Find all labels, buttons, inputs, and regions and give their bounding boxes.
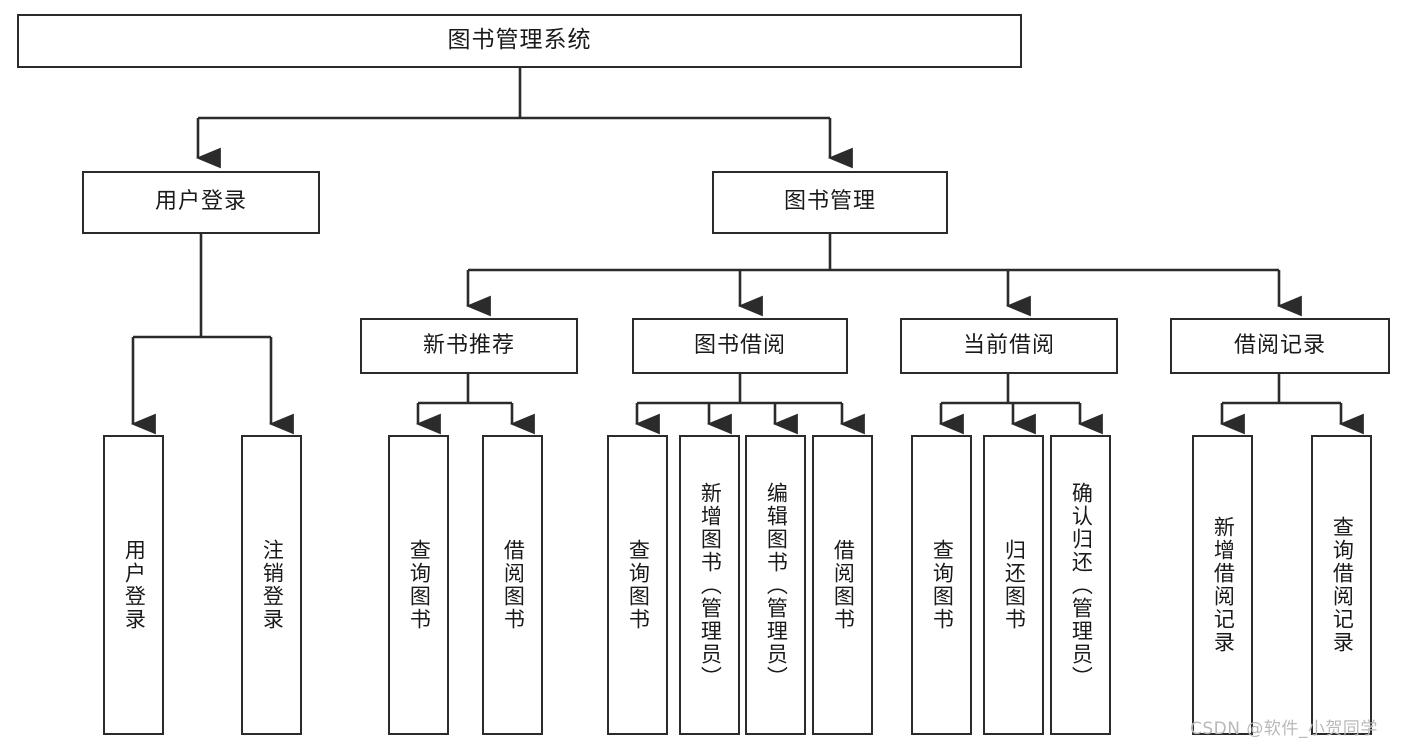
node-root[interactable]: 图书管理系统 <box>17 14 1022 68</box>
node-root-label: 图书管理系统 <box>447 27 592 54</box>
leaf-edit-book-admin-label: 编辑图书（管理员） <box>764 481 789 689</box>
node-user-login[interactable]: 用户登录 <box>82 171 320 234</box>
leaf-add-book-admin-label: 新增图书（管理员） <box>698 481 723 689</box>
leaf-query-book-current-label: 查询图书 <box>930 539 955 631</box>
leaf-query-book-borrow[interactable]: 查询图书 <box>607 435 668 735</box>
leaf-confirm-return-admin-label: 确认归还（管理员） <box>1069 481 1094 689</box>
leaf-user-login[interactable]: 用户登录 <box>103 435 164 735</box>
leaf-query-borrow-record-label: 查询借阅记录 <box>1330 516 1355 654</box>
node-current-borrow[interactable]: 当前借阅 <box>900 318 1118 374</box>
node-borrow-record-label: 借阅记录 <box>1233 332 1326 358</box>
leaf-borrow-book-label: 借阅图书 <box>831 539 856 631</box>
leaf-add-borrow-record-label: 新增借阅记录 <box>1211 516 1236 654</box>
csdn-watermark: CSDN @软件_小贺同学 <box>1190 719 1378 739</box>
leaf-borrow-book-recommend-label: 借阅图书 <box>501 539 526 631</box>
leaf-user-logout[interactable]: 注销登录 <box>241 435 302 735</box>
node-book-borrow-label: 图书借阅 <box>693 332 786 358</box>
node-new-book-recommend[interactable]: 新书推荐 <box>360 318 578 374</box>
node-user-login-label: 用户登录 <box>154 189 247 215</box>
leaf-query-book-recommend-label: 查询图书 <box>407 539 432 631</box>
leaf-return-book-label: 归还图书 <box>1002 539 1027 631</box>
node-book-management[interactable]: 图书管理 <box>712 171 948 234</box>
leaf-query-book-current[interactable]: 查询图书 <box>911 435 972 735</box>
leaf-user-logout-label: 注销登录 <box>260 539 285 631</box>
leaf-query-book-recommend[interactable]: 查询图书 <box>388 435 449 735</box>
node-borrow-record[interactable]: 借阅记录 <box>1170 318 1390 374</box>
node-new-book-recommend-label: 新书推荐 <box>422 332 515 358</box>
leaf-confirm-return-admin[interactable]: 确认归还（管理员） <box>1050 435 1111 735</box>
leaf-borrow-book-recommend[interactable]: 借阅图书 <box>482 435 543 735</box>
node-book-management-label: 图书管理 <box>783 189 876 215</box>
leaf-borrow-book[interactable]: 借阅图书 <box>812 435 873 735</box>
node-current-borrow-label: 当前借阅 <box>962 332 1055 358</box>
leaf-edit-book-admin[interactable]: 编辑图书（管理员） <box>745 435 806 735</box>
leaf-return-book[interactable]: 归还图书 <box>983 435 1044 735</box>
leaf-query-book-borrow-label: 查询图书 <box>626 539 651 631</box>
leaf-query-borrow-record[interactable]: 查询借阅记录 <box>1311 435 1372 735</box>
node-book-borrow[interactable]: 图书借阅 <box>632 318 848 374</box>
leaf-user-login-label: 用户登录 <box>122 539 147 631</box>
leaf-add-borrow-record[interactable]: 新增借阅记录 <box>1192 435 1253 735</box>
leaf-add-book-admin[interactable]: 新增图书（管理员） <box>679 435 740 735</box>
